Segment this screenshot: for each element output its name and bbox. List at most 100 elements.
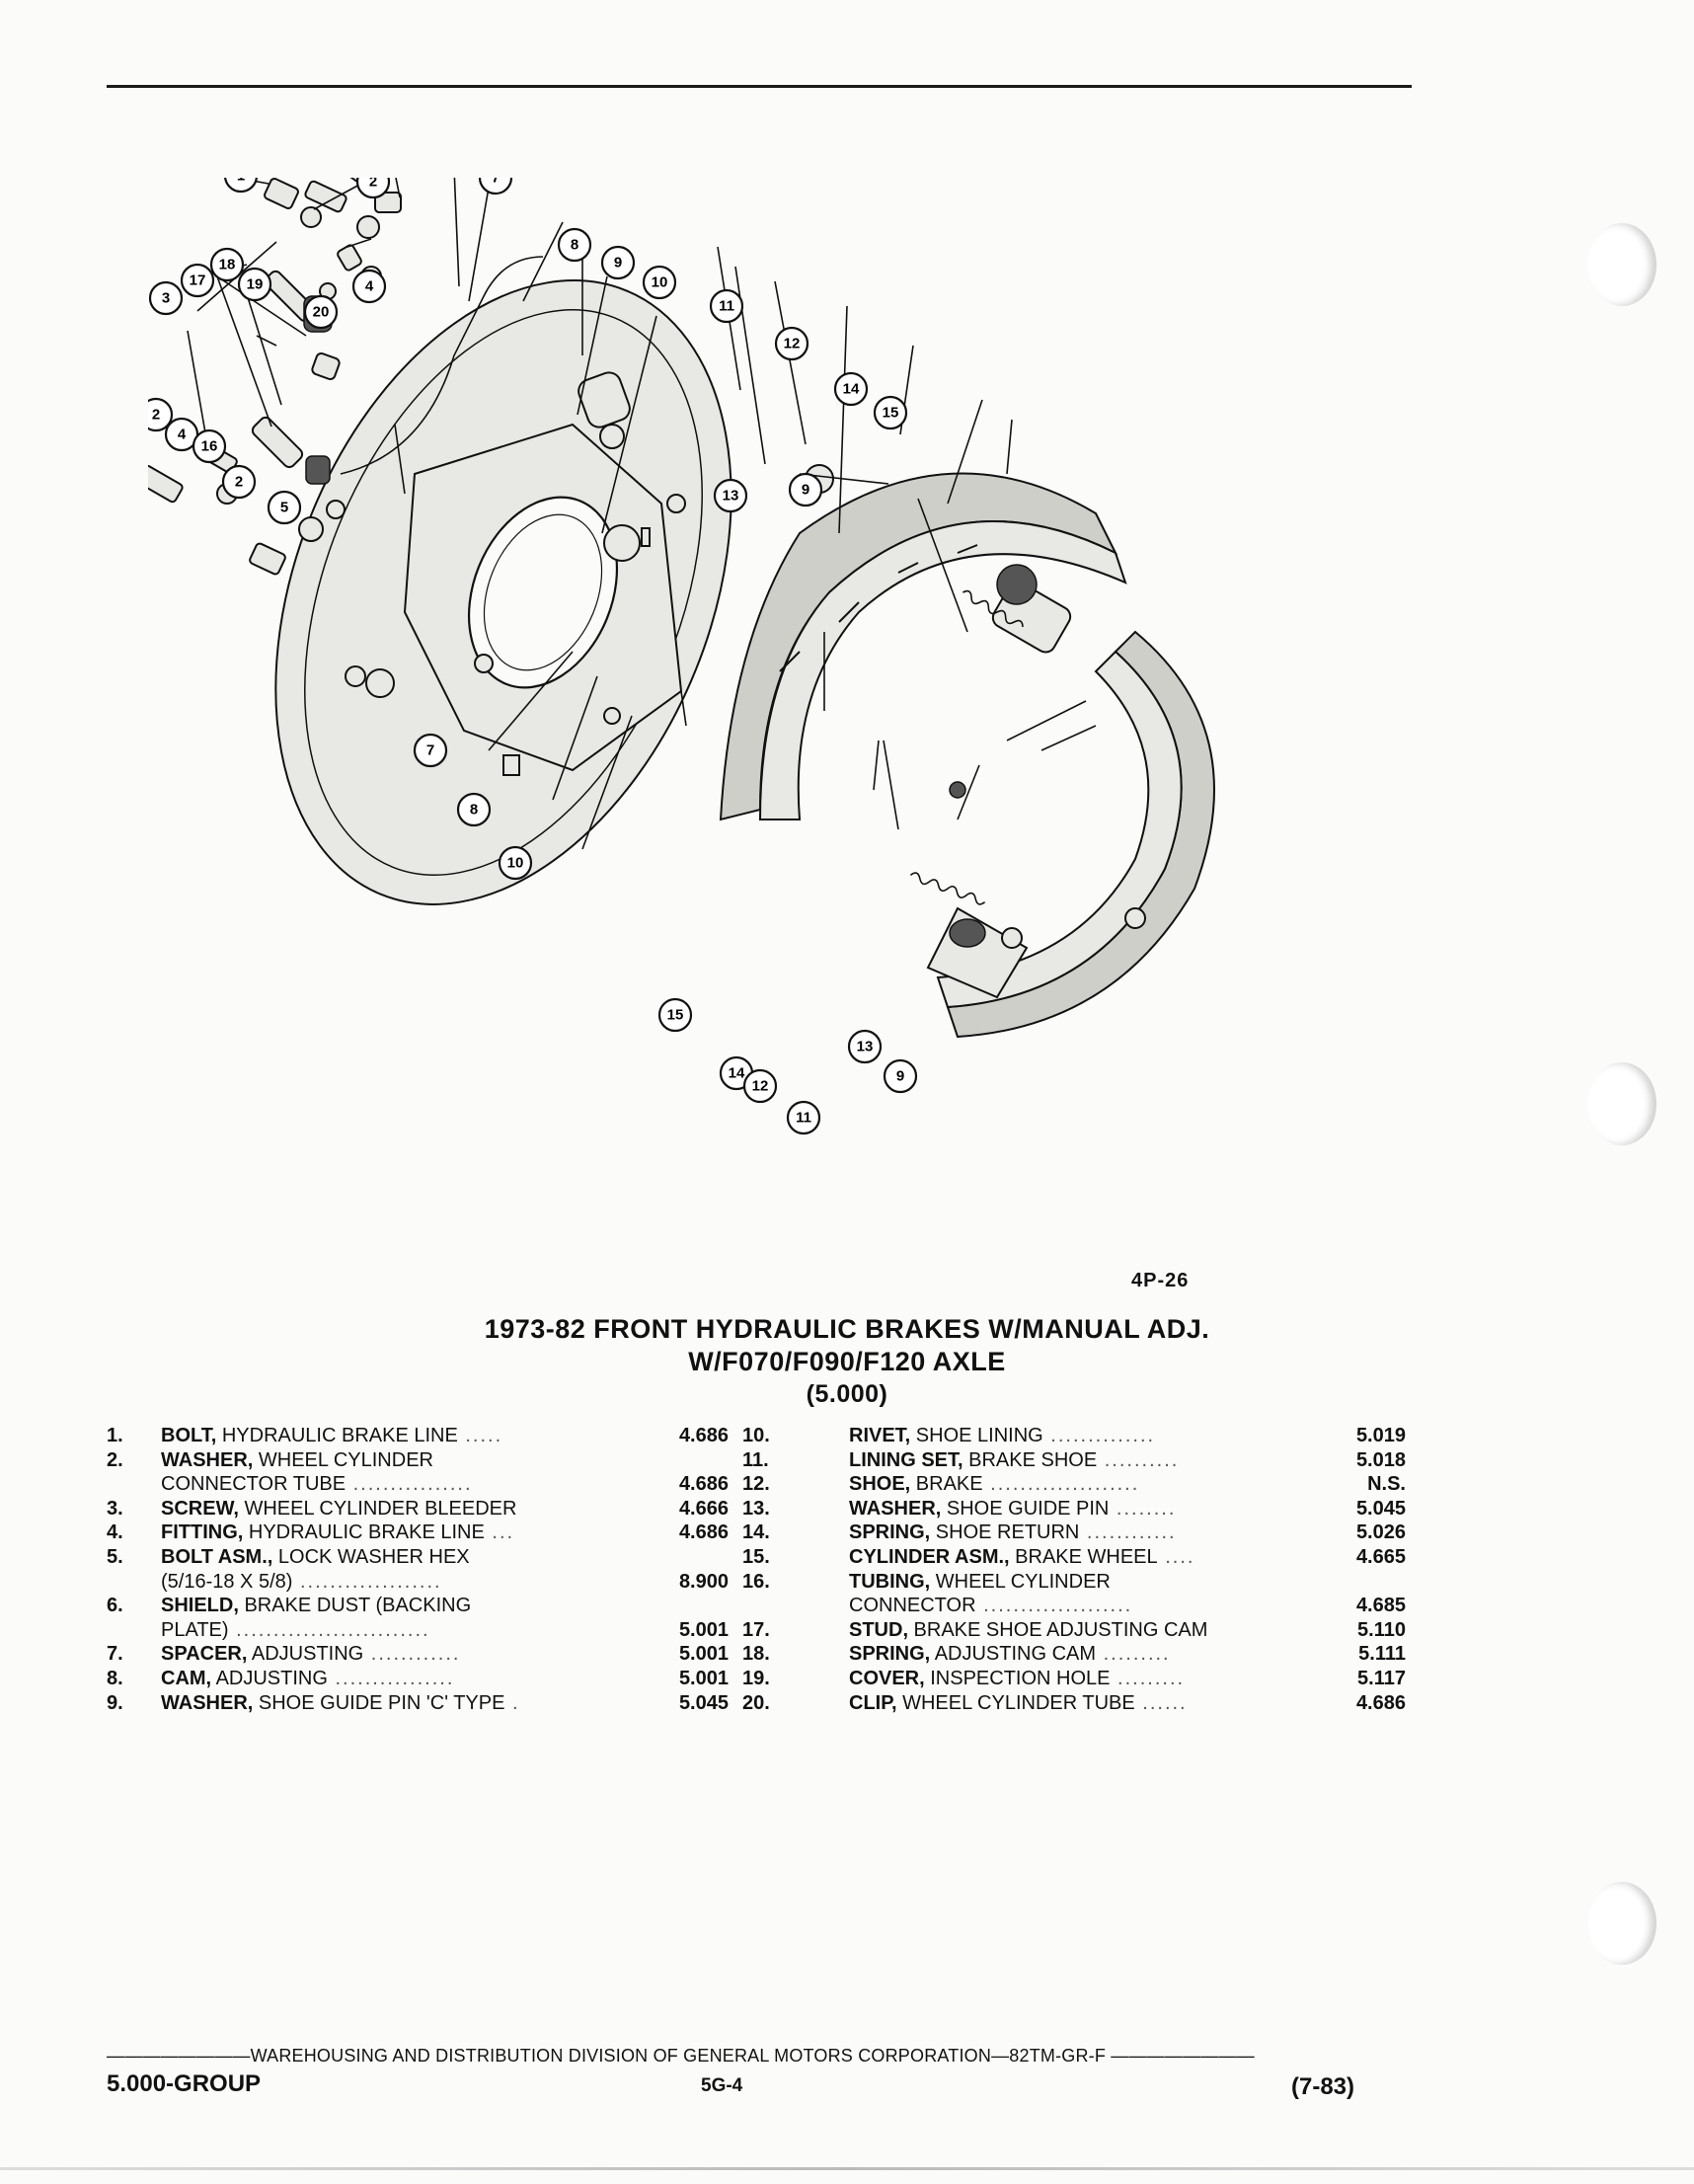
svg-text:3: 3 <box>162 290 170 307</box>
group-number: 4.685 <box>1355 1595 1406 1617</box>
group-number: 5.110 <box>1357 1618 1406 1641</box>
part-description: SHOE, BRAKE .................... <box>849 1472 1139 1497</box>
svg-text:11: 11 <box>719 298 734 315</box>
part-description: CONNECTOR .................... <box>849 1594 1132 1618</box>
part-name-text: SHOE GUIDE PIN <box>941 1497 1110 1520</box>
svg-text:10: 10 <box>507 855 524 872</box>
part-number: 18. <box>742 1643 770 1666</box>
svg-text:5: 5 <box>280 500 288 516</box>
group-number: 5.019 <box>1355 1425 1406 1446</box>
part-name-text: WHEEL CYLINDER TUBE <box>896 1691 1135 1714</box>
part-name-bold: TUBING, <box>849 1570 931 1593</box>
part-description: COVER, INSPECTION HOLE ......... <box>849 1667 1185 1691</box>
parts-list-row: 11.LINING SET, BRAKE SHOE ..........5.01… <box>742 1448 1406 1473</box>
parts-list-row: 15.CYLINDER ASM., BRAKE WHEEL ....4.665 <box>742 1545 1406 1570</box>
svg-text:13: 13 <box>723 488 739 505</box>
part-number: 16. <box>742 1570 770 1593</box>
dot-leaders: .................... <box>975 1595 1133 1617</box>
svg-text:7: 7 <box>492 178 500 187</box>
part-name-text: WHEEL CYLINDER <box>253 1448 433 1471</box>
parts-list-row: 8.CAM, ADJUSTING ................5.001 <box>107 1667 729 1691</box>
svg-text:2: 2 <box>369 178 377 191</box>
group-number: 4.686 <box>678 1473 729 1496</box>
svg-text:16: 16 <box>201 438 218 455</box>
part-name-text: BRAKE SHOE <box>962 1448 1098 1471</box>
part-name-bold: FITTING, <box>161 1521 244 1544</box>
dot-leaders: ..... <box>457 1425 503 1446</box>
part-description: SPRING, ADJUSTING CAM ......... <box>849 1642 1171 1667</box>
svg-text:15: 15 <box>667 1007 684 1024</box>
group-number: 5.026 <box>1355 1521 1406 1544</box>
svg-text:4: 4 <box>178 427 187 443</box>
part-name-bold: CYLINDER ASM., <box>849 1545 1010 1568</box>
part-name-bold: SPRING, <box>849 1643 931 1666</box>
group-number: 8.900 <box>678 1570 729 1593</box>
dot-leaders: ...... <box>1134 1691 1188 1714</box>
part-name-bold: COVER, <box>849 1667 925 1689</box>
svg-text:11: 11 <box>796 1110 811 1127</box>
group-number: 4.665 <box>1355 1545 1406 1568</box>
svg-text:8: 8 <box>571 237 578 254</box>
svg-text:20: 20 <box>313 304 330 321</box>
group-number: 5.045 <box>1355 1497 1406 1520</box>
parts-list-row: 1. BOLT, HYDRAULIC BRAKE LINE ..... 4.686 <box>107 1424 729 1448</box>
part-number: 7. <box>107 1643 123 1666</box>
backing-plate <box>274 279 732 905</box>
part-description: STUD, BRAKE SHOE ADJUSTING CAM <box>849 1618 1207 1643</box>
dot-leaders: ... <box>484 1521 515 1544</box>
group-number: 5.018 <box>1355 1448 1406 1471</box>
svg-text:9: 9 <box>802 482 809 499</box>
parts-list-row: 16.TUBING, WHEEL CYLINDER <box>742 1570 1406 1595</box>
svg-text:12: 12 <box>752 1078 769 1095</box>
group-number: 4.686 <box>678 1425 729 1446</box>
part-name-text: ADJUSTING <box>211 1667 328 1689</box>
part-number: 20. <box>742 1691 770 1714</box>
parts-list-row: 9.WASHER, SHOE GUIDE PIN 'C' TYPE .5.045 <box>107 1691 729 1716</box>
part-name-bold: WASHER, <box>161 1691 254 1714</box>
wheel-cylinders <box>926 564 1072 999</box>
brake-shoe-lower <box>936 630 1215 1039</box>
group-number: 4.666 <box>678 1497 729 1520</box>
part-name-bold: SPACER, <box>161 1643 248 1666</box>
part-name-text: ADJUSTING CAM <box>930 1643 1097 1666</box>
callouts: 1 3 2 5 6 7 4 20 18 19 17 3 1 2 4 16 2 5… <box>148 178 918 1135</box>
group-number: 5.111 <box>1358 1643 1406 1666</box>
svg-text:14: 14 <box>843 381 860 398</box>
parts-list-row: 13.WASHER, SHOE GUIDE PIN ........5.045 <box>742 1497 1406 1521</box>
part-number: 19. <box>742 1667 770 1689</box>
part-name-text: HYDRAULIC BRAKE LINE <box>216 1425 458 1446</box>
dot-leaders: ......... <box>1110 1667 1186 1689</box>
part-name-text: INSPECTION HOLE <box>924 1667 1111 1689</box>
part-name-bold: WASHER, <box>161 1448 254 1471</box>
part-number: 1. <box>107 1425 123 1446</box>
part-name-text: LOCK WASHER HEX <box>272 1545 470 1568</box>
parts-list-row: (5/16-18 X 5/8) ................... 8.900 <box>107 1570 729 1595</box>
part-name-bold: CAM, <box>161 1667 212 1689</box>
dot-leaders: ................ <box>327 1667 455 1689</box>
svg-text:13: 13 <box>857 1039 874 1055</box>
part-description: SPACER, ADJUSTING ............ <box>161 1642 460 1667</box>
parts-list-row: 4.FITTING, HYDRAULIC BRAKE LINE ...4.686 <box>107 1521 729 1545</box>
part-description: CAM, ADJUSTING ................ <box>161 1667 454 1691</box>
svg-text:18: 18 <box>219 257 236 273</box>
svg-text:2: 2 <box>152 407 160 424</box>
svg-text:17: 17 <box>190 273 206 289</box>
parts-list-row: 6.SHIELD, BRAKE DUST (BACKING <box>107 1594 729 1618</box>
dot-leaders: .................... <box>982 1473 1140 1496</box>
group-number: 4.686 <box>1355 1691 1406 1714</box>
svg-text:7: 7 <box>426 742 434 759</box>
part-name-text: SHOE RETURN <box>930 1521 1080 1544</box>
svg-text:9: 9 <box>614 255 622 272</box>
part-description: (5/16-18 X 5/8) ................... <box>161 1570 442 1595</box>
footer-group: 5.000-GROUP <box>107 2070 262 2097</box>
svg-text:1: 1 <box>237 178 245 185</box>
dot-leaders: ............ <box>1079 1521 1177 1544</box>
dot-leaders: ........ <box>1109 1497 1177 1520</box>
part-description: BOLT, HYDRAULIC BRAKE LINE ..... <box>161 1424 502 1448</box>
dot-leaders: .... <box>1157 1545 1195 1568</box>
svg-text:9: 9 <box>896 1068 904 1085</box>
title-line-1: 1973-82 FRONT HYDRAULIC BRAKES W/MANUAL … <box>484 1314 1210 1344</box>
return-springs <box>394 424 1024 905</box>
